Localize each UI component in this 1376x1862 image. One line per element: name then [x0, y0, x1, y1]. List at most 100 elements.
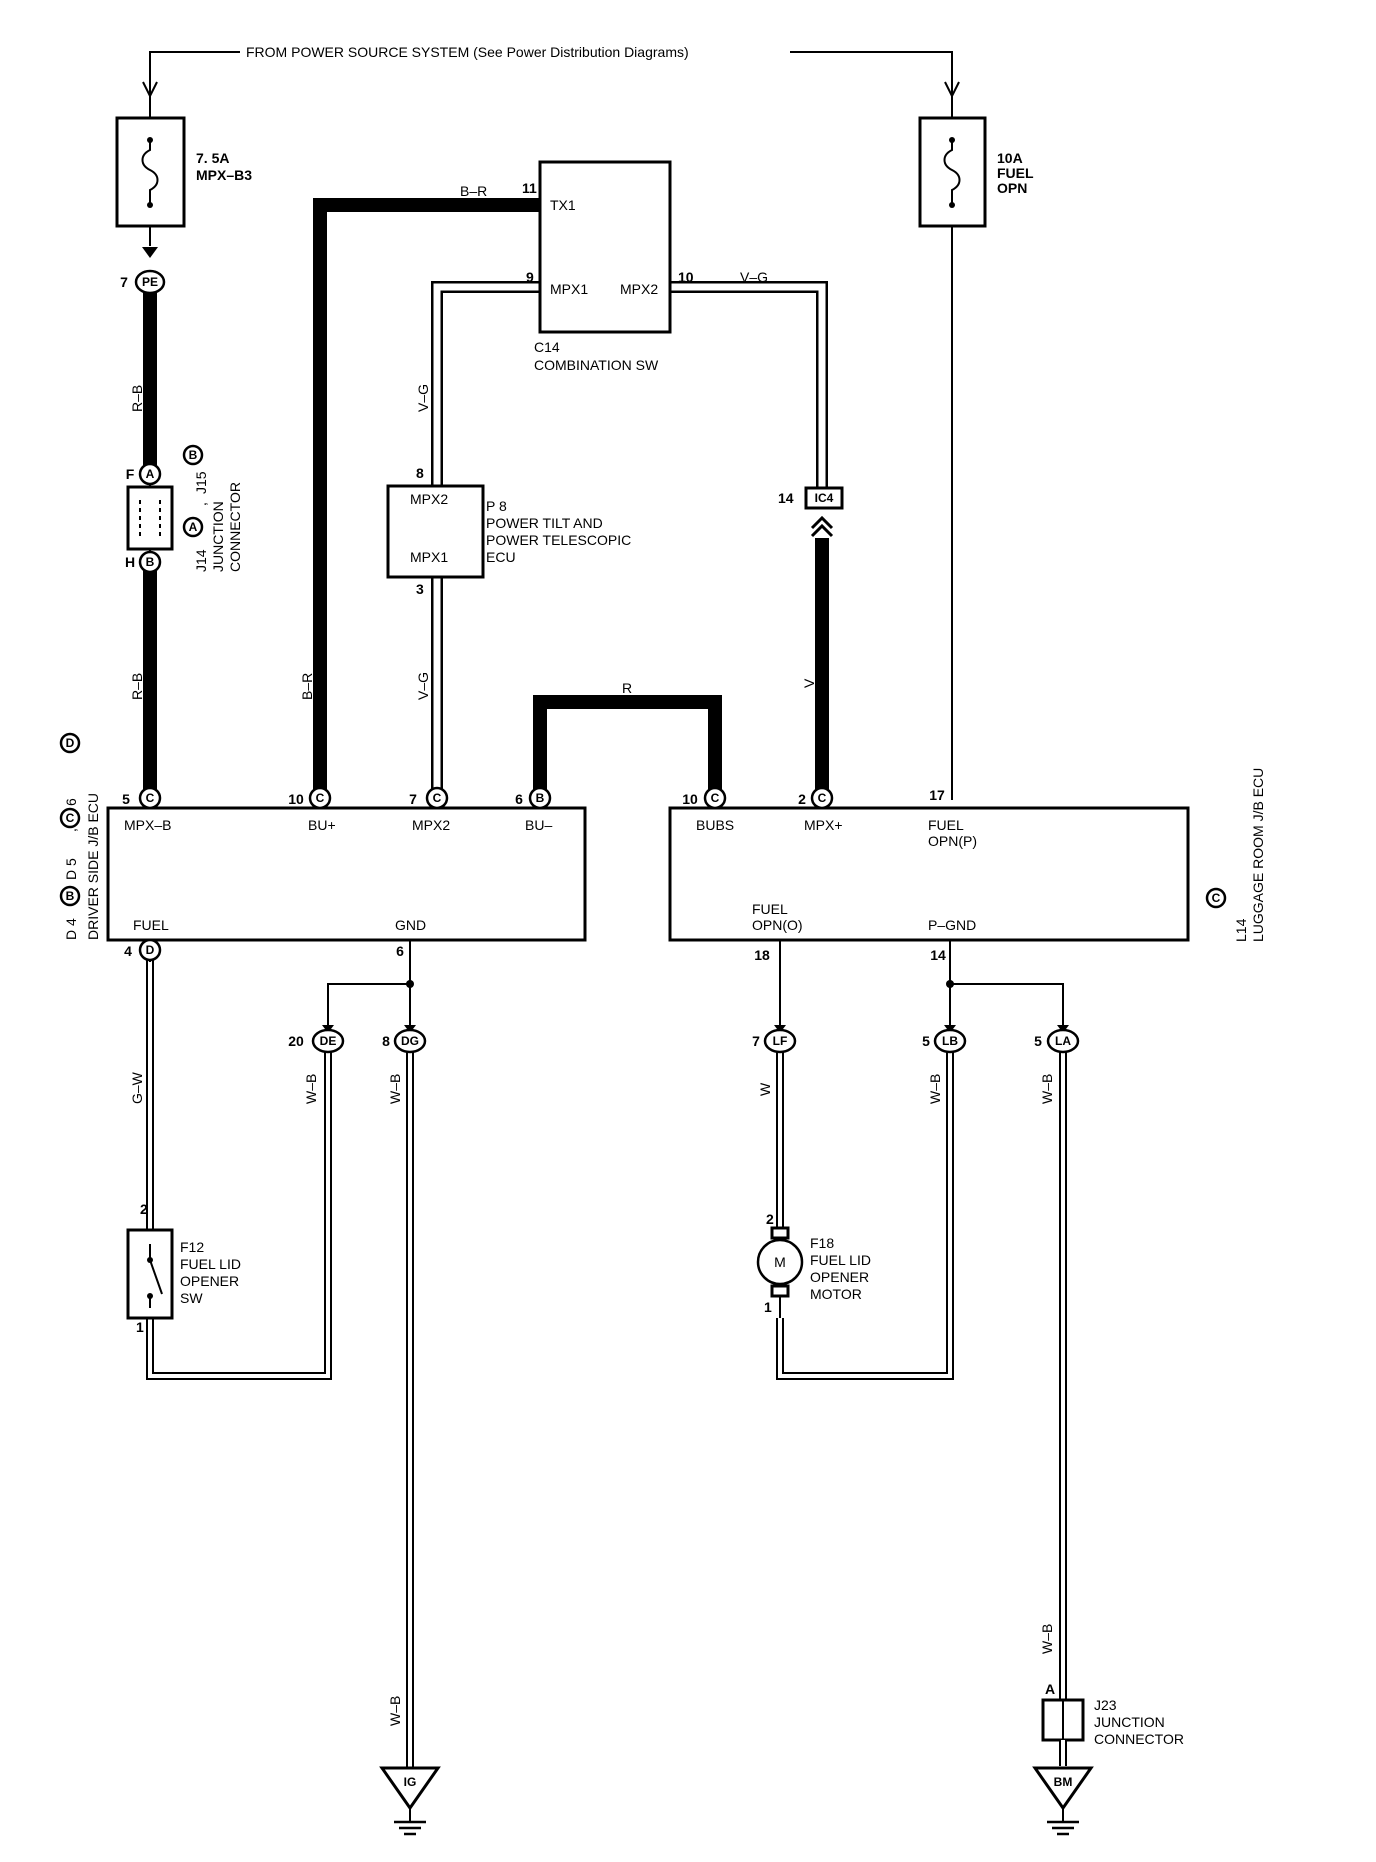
- drv-pin-bum: 6: [515, 791, 523, 807]
- p8-mpx1: MPX1: [410, 549, 448, 565]
- drv-sep2: ,: [63, 828, 79, 832]
- f18-pin-top: 2: [766, 1211, 774, 1227]
- wire-label-br2: B–R: [460, 183, 487, 199]
- la-label: LA: [1055, 1034, 1071, 1048]
- fuse-right-name1: FUEL: [997, 165, 1034, 181]
- wire-label-wb-de: W–B: [303, 1074, 319, 1104]
- wire-label-br1: B–R: [299, 673, 315, 700]
- j23-code: J23: [1094, 1697, 1117, 1713]
- power-source-header: FROM POWER SOURCE SYSTEM (See Power Dist…: [142, 44, 960, 99]
- f18-motor-symbol: M: [774, 1254, 786, 1270]
- dg-pin: 8: [382, 1033, 390, 1049]
- drv-code3-conn: D: [66, 736, 75, 750]
- outlined-wires: [431, 281, 828, 792]
- wire-label-r: R: [622, 680, 632, 696]
- luggage-room-jb-ecu: BUBS MPX+ FUEL OPN(P) FUEL OPN(O) P–GND …: [668, 768, 1266, 963]
- j23-name1: JUNCTION: [1094, 1714, 1165, 1730]
- drv-ecu-name: DRIVER SIDE J/B ECU: [85, 793, 101, 940]
- drv-conn-fuel: D: [146, 943, 155, 957]
- connector-lb: LB 5: [922, 1025, 967, 1054]
- j14-name2: CONNECTOR: [227, 482, 243, 572]
- f12-pin-top: 2: [140, 1201, 148, 1217]
- lug-pin-fuelp: 17: [929, 787, 945, 803]
- drv-pin-fuel: 4: [124, 943, 132, 959]
- wire-label-wb-ig: W–B: [387, 1696, 403, 1726]
- fuse-left-rating: 7. 5A: [196, 150, 229, 166]
- fuse-mpx-b3: 7. 5A MPX–B3: [115, 96, 252, 258]
- f18-code: F18: [810, 1235, 834, 1251]
- drv-term-mpx2: MPX2: [412, 817, 450, 833]
- p8-pin-top: 8: [416, 465, 424, 481]
- j14-conn-a: A: [146, 467, 155, 481]
- f18-name3: MOTOR: [810, 1286, 862, 1302]
- f12-pin-bottom: 1: [136, 1319, 144, 1335]
- drv-term-gnd: GND: [395, 917, 426, 933]
- de-label: DE: [320, 1034, 337, 1048]
- wire-label-vg2: V–G: [415, 672, 431, 700]
- wire-label-vg1: V–G: [415, 384, 431, 412]
- drv-code1-conn: B: [66, 889, 75, 903]
- drv-term-mpxb: MPX–B: [124, 817, 171, 833]
- j15-code: J15: [193, 471, 209, 494]
- lug-pin-mpxp: 2: [798, 791, 806, 807]
- j14-sep: ,: [193, 502, 209, 506]
- drv-term-bu: BU+: [308, 817, 336, 833]
- de-pin: 20: [288, 1033, 304, 1049]
- p8-mpx2: MPX2: [410, 491, 448, 507]
- lug-term-mpxp: MPX+: [804, 817, 843, 833]
- wire-label-rb2: R–B: [129, 673, 145, 700]
- junction-connector-j14: A B F H J14 , J15 JUNCTION CONNECTOR A B: [125, 444, 243, 574]
- fuse-right-name2: OPN: [997, 180, 1027, 196]
- lug-conn-mpxp: C: [818, 791, 827, 805]
- c14-pin-tx1: 11: [522, 180, 537, 196]
- c14-mpx1: MPX1: [550, 281, 588, 297]
- j14-conn-a2: A: [189, 520, 198, 534]
- wire-color-labels: R–B R–B B–R B–R V–G V–G V–G R V G–W W–B …: [129, 183, 1055, 1726]
- lug-pin-bubs: 10: [682, 791, 698, 807]
- lug-code-conn: C: [1212, 891, 1221, 905]
- wire-label-v: V: [801, 678, 817, 688]
- f18-name1: FUEL LID: [810, 1252, 871, 1268]
- f12-code: F12: [180, 1239, 204, 1255]
- p8-name1: POWER TILT AND: [486, 515, 603, 531]
- lug-term-bubs: BUBS: [696, 817, 734, 833]
- f18-name2: OPENER: [810, 1269, 869, 1285]
- drv-term-bum: BU–: [525, 817, 552, 833]
- junction-connector-j23: A J23 JUNCTION CONNECTOR: [1041, 1681, 1184, 1766]
- connector-dg: DG 8: [382, 1025, 427, 1054]
- ground-ig-label: IG: [404, 1775, 417, 1789]
- drv-conn-bum: B: [536, 791, 545, 805]
- connector-lf: LF 7: [752, 1025, 797, 1054]
- lug-conn-bubs: C: [711, 791, 720, 805]
- drv-pin-bu: 10: [288, 791, 304, 807]
- c14-pin-mpx2: 10: [678, 269, 694, 285]
- wire-label-wb-dg: W–B: [387, 1074, 403, 1104]
- connector-ic4: IC4 14: [778, 486, 844, 538]
- double-wires: [146, 960, 1067, 1768]
- lug-term-fuelo2: OPN(O): [752, 917, 803, 933]
- f12-name1: FUEL LID: [180, 1256, 241, 1272]
- wire-label-vg3: V–G: [740, 269, 768, 285]
- thin-wires-lower: [149, 940, 1064, 1025]
- lower-connectors: DE 20 DG 8 LF 7 LB 5 LA 5: [288, 1025, 1080, 1054]
- lug-term-pgnd: P–GND: [928, 917, 976, 933]
- f12-name3: SW: [180, 1290, 203, 1306]
- ground-bm-label: BM: [1054, 1775, 1073, 1789]
- drv-pin-mpxb: 5: [122, 791, 130, 807]
- ic4-pin: 14: [778, 490, 794, 506]
- pe-label: PE: [142, 275, 158, 289]
- fuse-fuel-opn: 10A FUEL OPN: [918, 96, 1034, 800]
- lf-pin: 7: [752, 1033, 760, 1049]
- c14-pin-mpx1: 9: [526, 269, 534, 285]
- c14-code: C14: [534, 339, 560, 355]
- j14-conn-b: B: [146, 555, 155, 569]
- connector-la: LA 5: [1034, 1025, 1080, 1054]
- wire-label-wb-lb: W–B: [927, 1074, 943, 1104]
- drv-code2: D 5: [63, 858, 79, 880]
- f18-pin-bottom: 1: [764, 1299, 772, 1315]
- lb-label: LB: [942, 1034, 958, 1048]
- fuse-right-rating: 10A: [997, 150, 1023, 166]
- power-tilt-ecu-p8: MPX2 MPX1 8 3 P 8 POWER TILT AND POWER T…: [386, 465, 631, 597]
- wire-label-rb1: R–B: [129, 385, 145, 412]
